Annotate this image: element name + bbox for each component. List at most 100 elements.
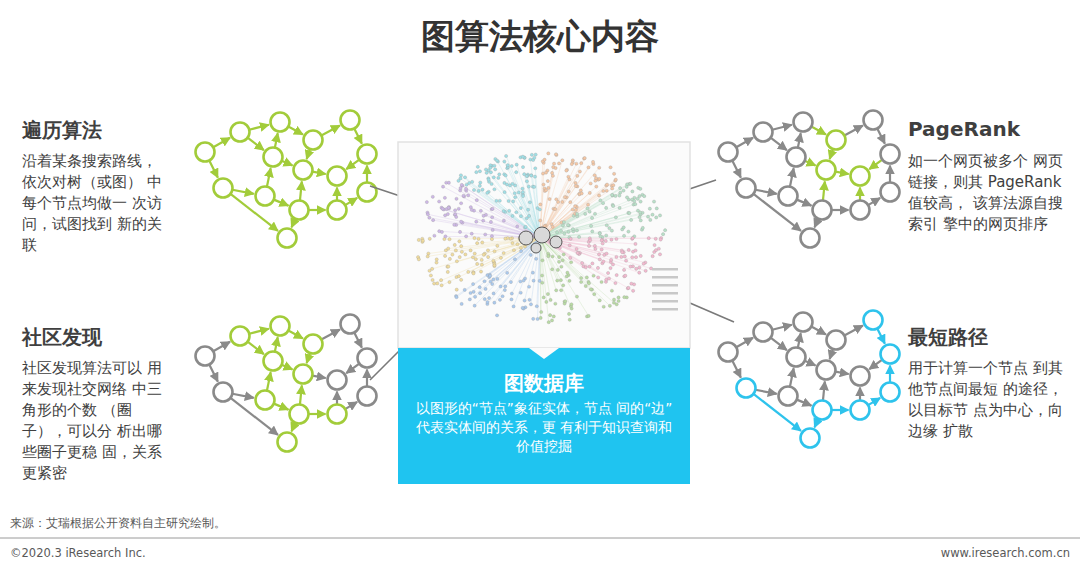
graph-edge [288,127,303,135]
graph-edge [274,404,289,410]
section-text: 如一个网页被多个 网页链接，则其 PageRank值较高， 该算法源自搜索引 擎… [908,151,1068,235]
graph-edge [823,181,825,200]
box-text: 以图形的“节点”象征实体，节点 间的“边”代表实体间的关系，更 有利于知识查询和… [398,397,690,456]
graph-edge [798,333,801,347]
graph-vertex [754,123,773,142]
graph-edge [889,166,891,183]
graph-edge [213,342,230,352]
graph-vertex [256,187,275,206]
graph-vertex [358,387,377,406]
graph-vertex [817,161,836,180]
graph-vertex [737,179,756,198]
graph-edge [835,372,848,374]
graph-vertex [290,405,309,424]
graph-vertex [264,352,283,371]
graph-edge [805,161,816,166]
graph-edge [811,327,826,335]
network-picture [416,152,678,324]
graph-edge [354,128,362,143]
graph-edge [755,190,776,194]
graph-vertex [328,405,347,424]
graph-vertex [794,113,813,132]
graph-edge [772,325,792,330]
graph-vertex [881,183,900,202]
graph-edge [366,370,368,387]
graph-edge [790,168,794,186]
graph-vertex [851,401,870,420]
graph-edge [868,198,880,205]
graph-edge [830,149,833,159]
graph-edge [336,392,338,405]
graph-vertex [813,201,832,220]
section-text: 沿着某条搜索路线， 依次对树（或图） 中每个节点均做一 次访问，试图找到 新的关… [22,151,168,256]
graph-vertex [278,433,297,452]
graph-vertex [196,143,215,162]
graph-edge [835,172,848,174]
graph-edge [275,337,278,351]
graph-edge [797,200,812,206]
graph-edge [815,219,819,228]
graph-vertex [294,161,313,180]
graph-edge [869,360,882,370]
graph-edge [309,413,326,415]
graph-vertex [328,201,347,220]
source-note: 来源：艾瑞根据公开资料自主研究绘制。 [10,516,226,531]
graph-vertex [719,143,738,162]
graph-illustration [196,315,377,452]
graph-edge [288,331,303,339]
graph-vertex [271,113,290,132]
graph-edge [345,402,357,409]
graph-vertex [851,367,870,386]
graph-vertex [304,335,323,354]
graph-edge [755,390,776,394]
graph-edge [811,127,826,135]
graph-edge [346,364,359,374]
graph-edge [312,376,325,378]
graph-vertex [256,391,275,410]
graph-edge [346,160,359,170]
picture-frame [398,142,690,348]
graph-edge [732,160,741,177]
graph-edge [877,128,885,143]
website: www.iresearch.com.cn [941,546,1070,560]
graph-vertex [881,345,900,364]
graph-edge [366,166,368,183]
graph-edge [736,338,753,348]
graph-vertex [271,317,290,336]
graph-edge [832,409,849,411]
graph-vertex [779,387,798,406]
graph-vertex [851,201,870,220]
graph-edge [877,328,885,343]
graph-edge [275,133,278,147]
graph-vertex [290,201,309,220]
graph-vertex [341,111,360,130]
section-heading: PageRank [908,117,1020,141]
box-heading: 图数据库 [398,370,690,397]
graph-edge [232,394,253,398]
graph-vertex [737,379,756,398]
graph-edge [248,342,264,354]
graph-vertex [231,123,250,142]
graph-edge [815,419,819,428]
graph-vertex [827,331,846,350]
graph-edge [321,125,340,135]
graph-vertex [817,361,836,380]
graph-vertex [851,167,870,186]
graph-vertex [787,148,806,167]
graph-illustration [196,111,377,248]
graph-vertex [779,187,798,206]
section-text: 用于计算一个节点 到其他节点间最短 的途径，以目标节 点为中心，向边缘 扩散 [908,358,1068,442]
graph-edge [732,360,741,377]
graph-edge [771,138,787,150]
graph-edge [209,160,218,177]
graph-edge [249,125,269,130]
section-text: 社区发现算法可以 用来发现社交网络 中三角形的个数 （圈子），可以分 析出哪些圈… [22,358,168,484]
graph-vertex [881,145,900,164]
graph-edge [771,338,787,350]
graph-edge [300,385,302,404]
graph-vertex [231,327,250,346]
graph-edge [830,349,833,359]
graph-edge [309,209,326,211]
graph-vertex [358,349,377,368]
graph-vertex [881,383,900,402]
